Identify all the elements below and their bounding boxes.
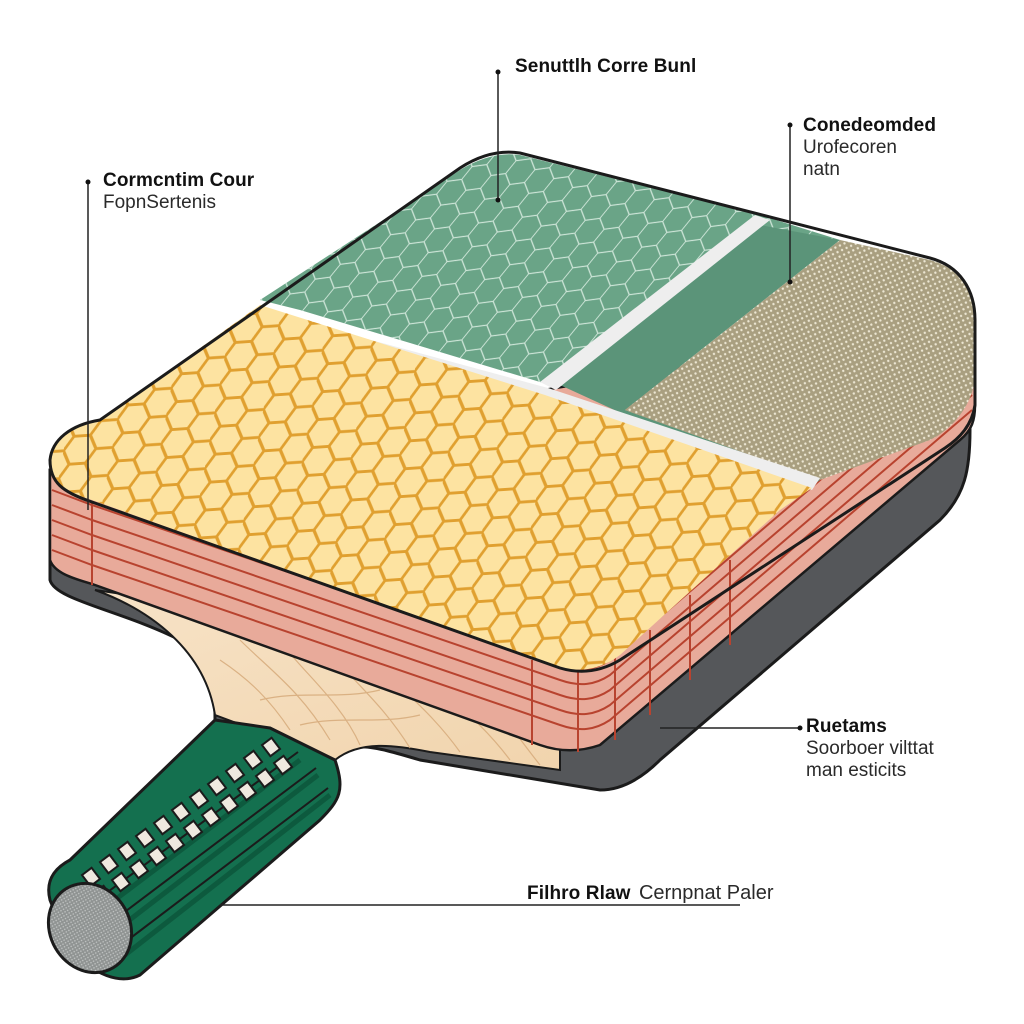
leader-lines: [87, 72, 800, 906]
callout-subtitle: FopnSertenis: [103, 191, 217, 213]
callout-top-left: Cormcntim Cour FopnSertenis: [103, 170, 254, 214]
paddle-face: [48, 150, 977, 673]
callout-subtitle-line2: man esticits: [806, 759, 907, 781]
callout-subtitle-line1: Urofecoren: [803, 136, 897, 158]
callout-subtitle: Cernpnat Paler: [638, 882, 774, 904]
callout-bottom: Filhro Rlaw Cernpnat Paler: [527, 882, 773, 905]
callout-subtitle-line1: Soorboer vilttat: [806, 737, 934, 759]
callout-title: Conedeomded: [803, 115, 937, 136]
callout-top-center: Senuttlh Corre Bunl: [515, 56, 696, 78]
grip-handle: [46, 718, 342, 981]
callout-title: Ruetams: [806, 716, 887, 737]
callout-right: Ruetams Soorboer vilttat man esticits: [806, 716, 934, 782]
callout-subtitle-line2: natn: [803, 158, 840, 180]
callout-title: Filhro Rlaw: [527, 883, 631, 904]
callout-title: Cormcntim Cour: [103, 170, 255, 191]
callout-title: Senuttlh Corre Bunl: [515, 56, 697, 77]
callout-top-right: Conedeomded Urofecoren natn: [803, 115, 936, 181]
